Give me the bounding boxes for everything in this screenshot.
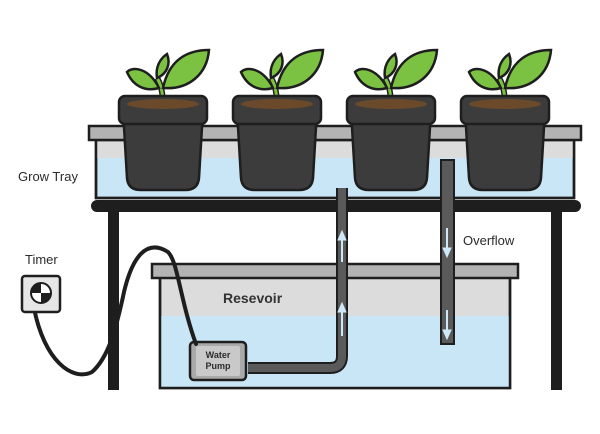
timer-segment (31, 283, 41, 293)
plant-icon (345, 48, 439, 192)
pot-body (349, 108, 433, 192)
water-pump-face (196, 346, 240, 376)
pot-body (463, 108, 547, 192)
table-leg-left (108, 208, 119, 390)
leaf-top (269, 52, 284, 80)
arrow-icon (337, 229, 347, 262)
arrow-icon (442, 310, 452, 341)
flow-arrows (337, 228, 452, 341)
water-pump-label: Water Pump (195, 350, 241, 372)
leaf-right (275, 48, 325, 90)
pot-body (121, 108, 205, 192)
plant-icon (459, 48, 553, 192)
pot-body (235, 108, 319, 192)
leaf-top (497, 52, 512, 80)
arrow-icon (337, 301, 347, 336)
grow-tray-label: Grow Tray (18, 169, 78, 184)
leaf-top (155, 52, 170, 80)
supply-pipe-fill (248, 188, 346, 372)
leaf-right (503, 48, 553, 90)
grow-tray-upper (96, 140, 574, 158)
pot-soil (355, 99, 427, 109)
timer-segment (41, 293, 51, 303)
plant-icon (117, 48, 211, 192)
pot-soil (241, 99, 313, 109)
water-pump (188, 340, 248, 382)
leaf-left (125, 67, 161, 91)
grow-tray-rim (87, 124, 583, 142)
water-pump-label-line1: Water (205, 350, 231, 360)
reservoir-rim (150, 262, 520, 280)
timer-icon (20, 274, 62, 314)
supply-pipe (248, 188, 348, 374)
leaf-left (353, 67, 389, 91)
arrow-icon (442, 228, 452, 259)
pot-soil (469, 99, 541, 109)
overflow-label: Overflow (463, 233, 515, 248)
leaf-right (161, 48, 211, 90)
timer-label: Timer (25, 252, 58, 267)
plant-pots (117, 48, 553, 192)
reservoir-label: Resevoir (223, 290, 283, 306)
plant-icon (231, 48, 325, 192)
pot-soil (127, 99, 199, 109)
leaf-top (383, 52, 398, 80)
leaf-left (467, 67, 503, 91)
water-pump-label-line2: Pump (205, 361, 231, 371)
table-leg-right (551, 208, 562, 390)
leaf-left (239, 67, 275, 91)
leaf-right (389, 48, 439, 90)
power-cord (32, 245, 198, 377)
